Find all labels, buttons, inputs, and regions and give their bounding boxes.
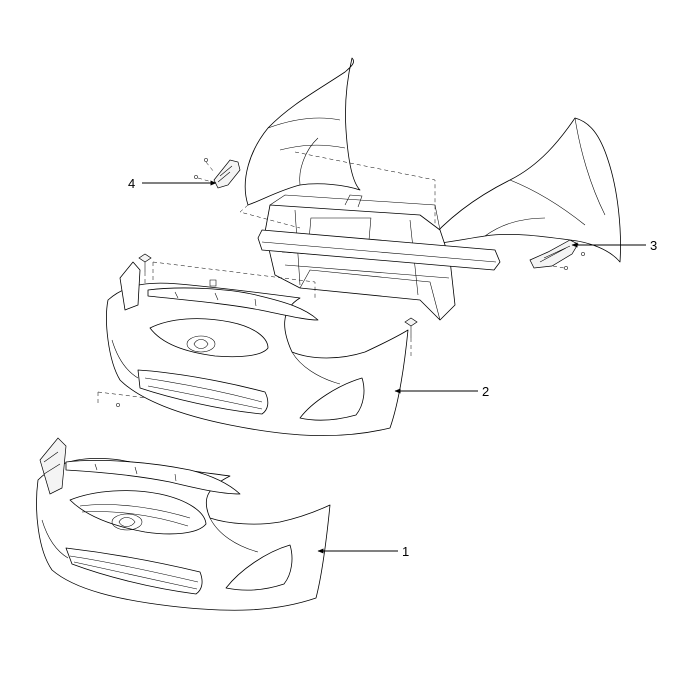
callout-4: 4 [128, 176, 217, 191]
callout-1-label: 1 [402, 544, 409, 559]
vehicle-front-structure [239, 57, 621, 321]
left-bumper-bracket [194, 158, 241, 189]
callout-3-label: 3 [650, 238, 657, 253]
front-bumper-cover-assembled [36, 437, 331, 611]
callout-2-label: 2 [482, 384, 489, 399]
callout-4-label: 4 [128, 176, 135, 191]
front-bumper-cover-exploded [97, 261, 409, 437]
right-bumper-bracket [529, 239, 585, 270]
callout-1: 1 [317, 544, 409, 559]
callout-3: 3 [571, 238, 657, 253]
callout-2: 2 [394, 384, 489, 399]
